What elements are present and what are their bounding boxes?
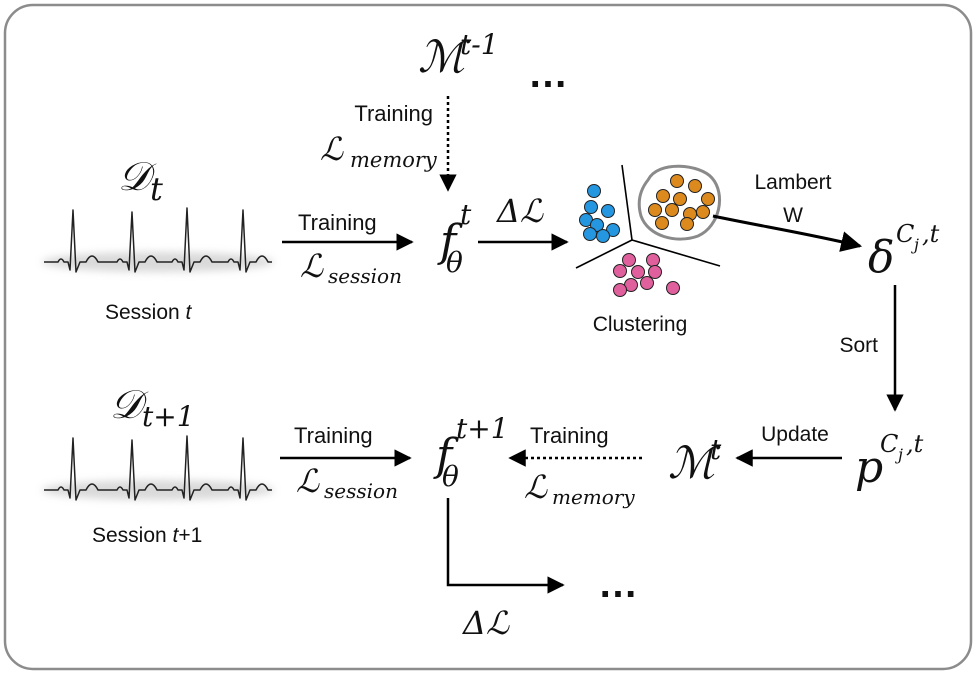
model-t1-superscript: t+1 <box>456 412 509 445</box>
pink-cluster-point <box>613 264 627 278</box>
top-memory-symbol: ℳ <box>418 32 471 83</box>
blue-cluster-point <box>583 227 597 241</box>
lambert-w-arrow <box>712 214 863 252</box>
orange-cluster-point <box>655 216 669 230</box>
session-t1-loss-symbol: ℒ <box>296 462 320 500</box>
session-t1-group: 𝒟 t+1 Session t+1 Training ℒ session f t… <box>42 382 642 547</box>
p-base: p <box>855 442 883 493</box>
diagram-frame <box>3 3 973 671</box>
update-label: Update <box>761 423 829 446</box>
orange-cluster-point <box>688 179 702 193</box>
orange-cluster-points <box>648 174 715 231</box>
bottom-continuation-group: … Δ ℒ <box>446 498 638 642</box>
memory-training-label: Training <box>530 423 609 448</box>
p-super-c: C <box>880 430 898 458</box>
top-memory-group: ℳ t-1 … Training ℒ memory <box>320 28 568 172</box>
selected-cluster-outline <box>637 164 721 241</box>
blue-cluster-points <box>579 184 620 243</box>
lambert-label-line1: Lambert <box>754 171 831 194</box>
blue-cluster-point <box>587 184 601 198</box>
bottom-loss-symbol: ℒ <box>486 604 510 642</box>
pink-cluster-point <box>648 265 662 279</box>
delta-output-base: δ <box>868 232 895 283</box>
delta-output-super-c: C <box>896 220 914 248</box>
session-t-caption-prefix: Session <box>105 301 186 324</box>
top-ellipsis: … <box>528 52 568 96</box>
session-t1-caption: Session t+1 <box>92 524 202 547</box>
model-t1-continuation-arrow <box>446 498 565 594</box>
blue-cluster-point <box>596 229 610 243</box>
p-super-t: ,t <box>906 430 924 458</box>
top-loss-subscript: memory <box>350 148 438 172</box>
orange-cluster-point <box>701 192 715 206</box>
clustering-delta-symbol: Δ <box>495 192 520 230</box>
memory-loss-subscript: memory <box>552 485 635 509</box>
memory-t-symbol: ℳ <box>668 438 721 489</box>
session-t1-training-label: Training <box>294 423 373 448</box>
model-t-subscript: θ <box>446 246 463 279</box>
orange-cluster-point <box>656 189 670 203</box>
session-t1-caption-var: t <box>173 524 180 547</box>
session-t1-caption-suffix: +1 <box>178 524 202 547</box>
pink-cluster-point <box>631 265 645 279</box>
update-group: p C j ,t Update ℳ t <box>668 423 924 493</box>
orange-cluster-point <box>696 205 710 219</box>
bottom-delta-symbol: Δ <box>461 604 486 642</box>
top-training-label: Training <box>354 101 433 126</box>
pink-cluster-points <box>613 253 680 297</box>
session-t1-data-subscript: t+1 <box>142 400 195 433</box>
cluster-boundaries <box>575 164 721 269</box>
sort-label: Sort <box>839 334 878 357</box>
top-memory-superscript: t-1 <box>460 28 499 61</box>
session-t-caption: Session t <box>105 301 193 324</box>
session-t1-loss-subscript: session <box>324 479 398 503</box>
pink-cluster-point <box>640 276 654 290</box>
memory-loss-symbol: ℒ <box>524 468 548 506</box>
pink-cluster-point <box>666 281 680 295</box>
blue-cluster-point <box>601 204 615 218</box>
session-t-training-label: Training <box>298 210 377 235</box>
orange-cluster-point <box>665 203 679 217</box>
ecg-signal-session-t <box>42 207 274 273</box>
p-super-j: j <box>895 445 903 464</box>
delta-output-super-t: ,t <box>922 220 940 248</box>
model-t1-subscript: θ <box>442 460 459 493</box>
pink-cluster-point <box>646 253 660 267</box>
session-t-data-subscript: t <box>150 170 163 208</box>
session-t-caption-var: t <box>186 301 193 324</box>
clustering-loss-symbol: ℒ <box>520 192 544 230</box>
orange-cluster-point <box>680 217 694 231</box>
delta-output-super-j: j <box>911 235 919 254</box>
blue-cluster-point <box>584 200 598 214</box>
session-t-loss-subscript: session <box>328 264 402 288</box>
bottom-ellipsis: … <box>598 562 638 606</box>
orange-cluster-point <box>673 192 687 206</box>
ecg-signal-session-t1 <box>42 435 274 501</box>
clustering-label: Clustering <box>593 313 688 336</box>
pink-cluster-point <box>622 253 636 267</box>
top-loss-symbol: ℒ <box>320 130 344 168</box>
clustering-group: Δ ℒ Clustering Lambert W δ C j ,t <box>478 164 940 336</box>
lambert-label-line2: W <box>783 204 803 227</box>
session-t-loss-symbol: ℒ <box>300 247 324 285</box>
memory-t-superscript: t <box>710 433 722 466</box>
pink-cluster-point <box>613 283 627 297</box>
orange-cluster-point <box>670 174 684 188</box>
session-t1-caption-prefix: Session <box>92 524 173 547</box>
orange-cluster-point <box>648 203 662 217</box>
model-t-superscript: t <box>460 198 472 231</box>
